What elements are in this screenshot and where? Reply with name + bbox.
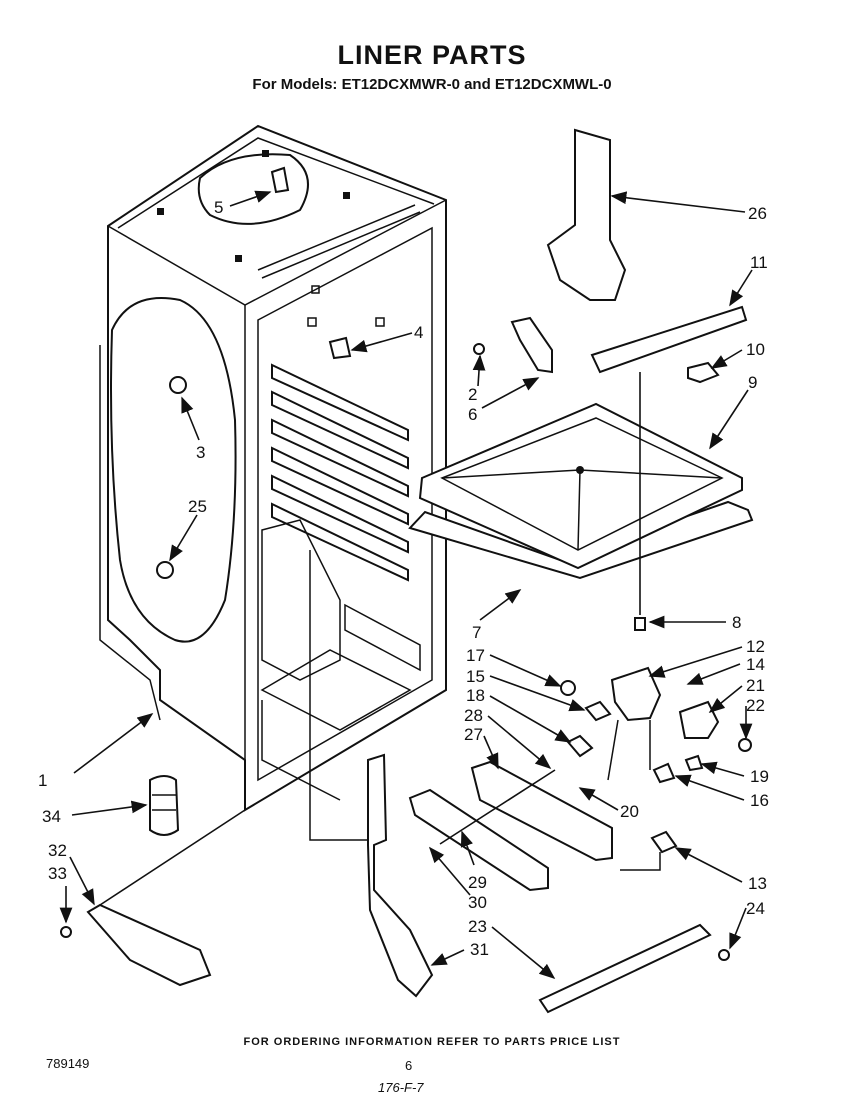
part-22-knob [738,738,752,752]
part-3-clip [169,376,187,394]
callout-7: 7 [472,623,481,642]
part-18-clip [566,734,594,758]
callout-15: 15 [466,667,485,686]
ordering-note: FOR ORDERING INFORMATION REFER TO PARTS … [243,1036,621,1048]
part-5-clip [270,166,290,194]
callout-33: 33 [48,864,67,883]
part-12-housing [610,666,662,722]
part-6-bracket [510,316,553,374]
callout-24: 24 [746,899,765,918]
callout-23: 23 [468,917,487,936]
handwritten-note: 176-F-7 [378,1080,424,1095]
part-17-bulb [560,680,576,696]
part-2-screw [473,343,485,355]
callout-25: 25 [188,497,207,516]
callout-27: 27 [464,725,483,744]
callout-3: 3 [196,443,205,462]
document-number: 789149 [46,1056,90,1071]
callout-18: 18 [466,686,485,705]
part-21-box [678,700,720,739]
callout-28: 28 [464,706,483,725]
liner-cabinet [99,124,447,812]
callout-30: 30 [468,893,487,912]
model-subtitle: For Models: ET12DCXMWR-0 and ET12DCXMWL-… [252,76,612,93]
part-32-bracket [86,903,212,987]
callout-32: 32 [48,841,67,860]
callout-21: 21 [746,676,765,695]
callout-9: 9 [748,373,757,392]
callout-31: 31 [470,940,489,959]
callout-labels: 1 2 3 4 5 6 7 8 9 10 11 12 13 14 15 16 1… [38,198,769,959]
part-11-strip [590,305,748,374]
part-29-rail [408,788,549,892]
leader-lines [59,190,753,980]
callout-11: 11 [750,253,768,272]
part-25-clip [156,561,174,579]
callout-16: 16 [750,791,769,810]
callout-2: 2 [468,385,477,404]
part-10-block [687,361,720,384]
part-26-duct [546,128,627,301]
part-9-drip-tray [408,402,754,580]
part-31-duct [367,753,434,998]
part-34-roller [149,775,180,836]
page-number: 6 [405,1058,413,1073]
callout-13: 13 [748,874,767,893]
callout-20: 20 [620,802,639,821]
part-19-part [684,754,704,772]
part-23-grille [538,923,712,1014]
callout-8: 8 [732,613,741,632]
callout-4: 4 [414,323,423,342]
callout-6: 6 [468,405,477,424]
callout-22: 22 [746,696,765,715]
part-24-screw [718,949,730,961]
callout-34: 34 [42,807,61,826]
part-13-connector [650,830,678,854]
part-16-part [652,762,676,784]
callout-14: 14 [746,655,765,674]
callout-26: 26 [748,204,767,223]
callout-29: 29 [468,873,487,892]
callout-12: 12 [746,637,765,656]
callout-19: 19 [750,767,769,786]
callout-1: 1 [38,771,47,790]
part-33-screw [60,926,72,938]
callout-5: 5 [214,198,223,217]
callout-17: 17 [466,646,485,665]
callout-10: 10 [746,340,765,359]
part-15-socket [584,700,612,722]
part-8-screw [634,617,646,631]
part-4-clip [328,336,352,360]
page-title: LINER PARTS [337,40,527,70]
